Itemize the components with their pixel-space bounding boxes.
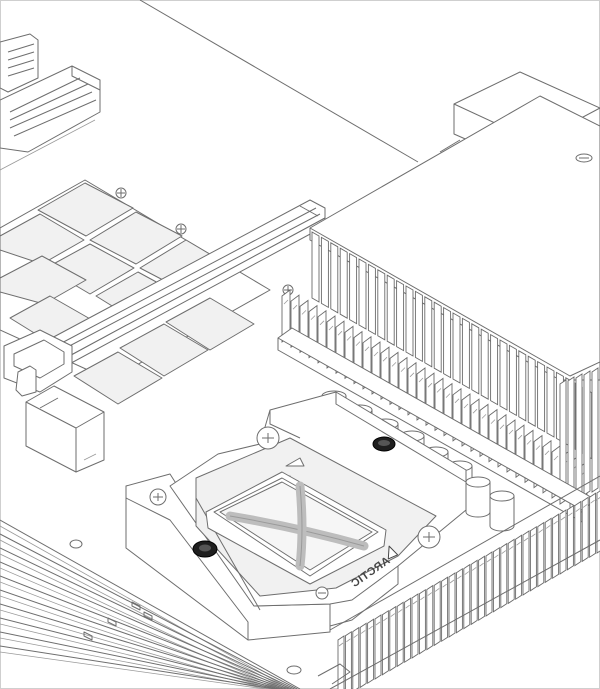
- heatsink-fin: [492, 546, 500, 613]
- rail-tab: [143, 611, 153, 621]
- rail-tab: [131, 601, 141, 611]
- heatsink-fin: [499, 339, 508, 411]
- heatsink-fin: [527, 355, 536, 427]
- heatsink-fin: [396, 601, 404, 668]
- top-left-slots: [0, 33, 101, 153]
- heatsink-fin: [367, 263, 376, 336]
- heatsink-fin: [405, 285, 414, 357]
- heatsink-fin: [441, 576, 449, 643]
- heatsink-fin: [480, 328, 489, 400]
- heatsink-fin: [515, 534, 523, 601]
- heatsink-fin: [424, 296, 433, 368]
- heatsink-fin: [374, 614, 382, 680]
- heatsink-fin: [337, 635, 345, 689]
- vrm-heatsink-bottom: [329, 475, 600, 689]
- heatsink-fin: [490, 333, 499, 406]
- heatsink-fin: [478, 555, 486, 622]
- heatsink-fin: [367, 618, 375, 685]
- capacitor: [465, 476, 491, 518]
- heatsink-fin: [522, 530, 530, 596]
- heatsink-fin: [471, 323, 480, 395]
- heatsink-fin: [518, 350, 527, 422]
- heatsink-fin: [559, 509, 567, 575]
- heatsink-fin: [320, 236, 329, 309]
- board-rail: [0, 645, 275, 689]
- heatsink-fin: [339, 247, 348, 319]
- heatsink-fin: [311, 231, 320, 303]
- mount-holes: [69, 539, 351, 685]
- board-edge: [0, 0, 419, 171]
- heatsink-fin: [381, 609, 389, 676]
- heatsink-fin: [433, 301, 442, 373]
- board-rail: [0, 547, 295, 689]
- heatsink-fin: [358, 258, 367, 330]
- heatsink-fin: [418, 588, 426, 655]
- heatsink-fin: [596, 490, 600, 554]
- pcie-slot: [3, 199, 326, 397]
- heatsink-fin: [433, 580, 441, 647]
- heatsink-fin: [386, 274, 395, 346]
- heatsink-fin: [567, 376, 575, 502]
- heatsink-fin: [330, 242, 339, 314]
- heatsink-fin: [359, 622, 367, 689]
- heatsink-fin: [507, 538, 515, 605]
- heatsink-fin: [552, 513, 560, 580]
- heatsink-fin: [574, 500, 582, 567]
- heatsink-fin: [377, 269, 386, 341]
- board-rail: [0, 519, 301, 689]
- heatsink-fin: [411, 593, 419, 659]
- heatsink-fin: [352, 626, 360, 689]
- heatsink-fin: [589, 492, 597, 559]
- board-rail: [0, 575, 289, 689]
- heatsink-fin: [414, 290, 423, 363]
- small-connector: [25, 385, 105, 473]
- heatsink-fin: [485, 551, 493, 617]
- heatsink-fin: [396, 279, 405, 352]
- heatsink-fin: [500, 542, 508, 609]
- heatsink-fin: [583, 370, 591, 496]
- heatsink-base-outline: [329, 475, 600, 689]
- heatsink-fin: [443, 306, 452, 379]
- heatsink-fin: [461, 317, 470, 390]
- heatsink-fin: [452, 312, 461, 384]
- heatsink-fin: [508, 344, 517, 417]
- heatsink-fin: [566, 504, 574, 571]
- rail-tab: [107, 617, 117, 627]
- heatsink-fin: [529, 525, 537, 592]
- heatsink-fin: [344, 630, 352, 689]
- rail-tab: [83, 631, 93, 641]
- heatsink-fin: [591, 367, 599, 493]
- heatsink-fin: [581, 496, 589, 563]
- heatsink-fin: [537, 360, 546, 433]
- heatsink-fin: [389, 605, 397, 672]
- heatsink-fin: [426, 584, 434, 651]
- heatsink-fin: [455, 567, 463, 634]
- heatsink-fin: [575, 373, 583, 499]
- heatsink-fin: [448, 572, 456, 638]
- capacitor: [489, 490, 515, 532]
- board-rail: [0, 561, 292, 689]
- heatsink-fin: [404, 597, 412, 664]
- heatsink-fin: [537, 521, 545, 588]
- heatsink-fin: [349, 252, 358, 325]
- cpu-socket: [205, 471, 387, 585]
- heatsink-fin: [546, 366, 555, 438]
- heatsink-fin: [470, 559, 478, 626]
- heatsink-fin: [544, 517, 552, 584]
- bottom-left-rails: [0, 519, 301, 689]
- heatsink-fin: [463, 563, 471, 630]
- vrm-heatsink-top: [309, 71, 600, 381]
